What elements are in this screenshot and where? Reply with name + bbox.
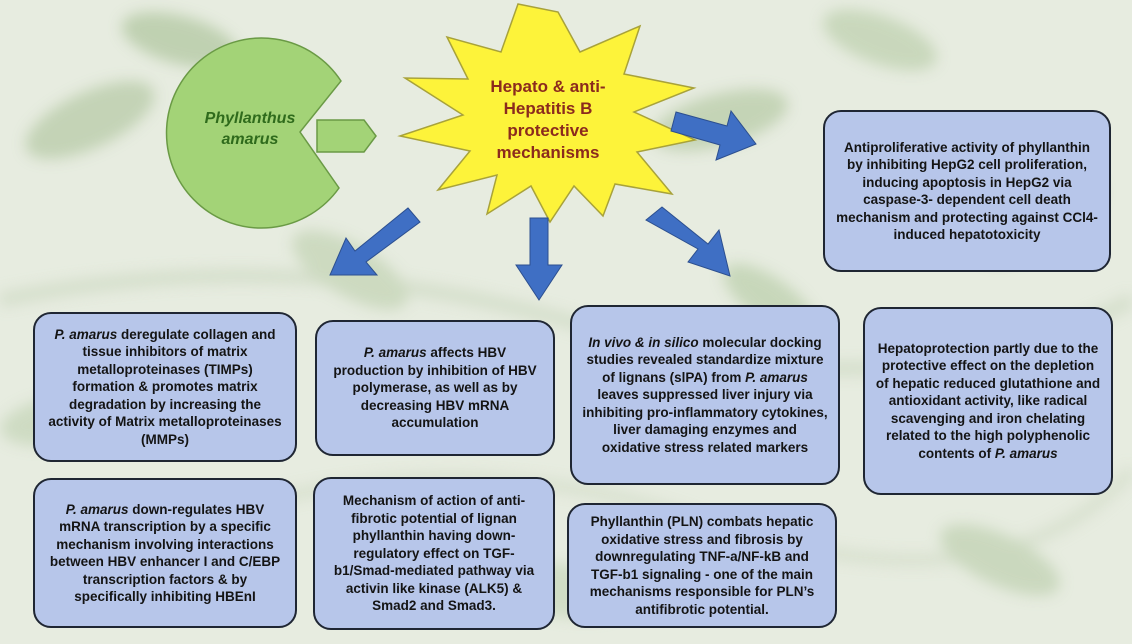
antifibrotic-box: Mechanism of action of anti-fibrotic pot… <box>313 477 555 630</box>
arrow-to-right <box>645 206 731 277</box>
antifibrotic-text: Mechanism of action of anti-fibrotic pot… <box>333 493 535 614</box>
pentagon-arrow <box>316 119 377 153</box>
pln-box: Phyllanthin (PLN) combats hepatic oxidat… <box>567 503 837 628</box>
down-regulates-italic: P. amarus <box>65 501 129 517</box>
plant-label-line-1: Phyllanthus <box>204 110 296 127</box>
hepatoprotection-box: Hepatoprotection partly due to the prote… <box>863 307 1113 495</box>
down-regulates-text: down-regulates HBV mRNA transcription by… <box>49 501 281 605</box>
arrow-to-center <box>515 217 563 301</box>
center-title-line-4: mechanisms <box>496 143 600 162</box>
hbv-production-box: P. amarus affects HBV production by inhi… <box>315 320 555 456</box>
antiproliferative-box: Antiproliferative activity of phyllanthi… <box>823 110 1111 272</box>
hbv-production-text: affects HBV production by inhibition of … <box>333 345 537 431</box>
arrow-to-right-top <box>670 109 757 161</box>
center-title: Hepato & anti- Hepatitis B protective me… <box>468 76 628 164</box>
center-title-line-3: protective <box>507 121 589 140</box>
hbv-production-italic: P. amarus <box>363 345 427 361</box>
in-vivo-italic: In vivo & in silico <box>588 334 699 350</box>
in-vivo-box: In vivo & in silico molecular docking st… <box>570 305 840 485</box>
center-starburst <box>397 3 698 224</box>
hepatoprotection-text: Hepatoprotection partly due to the prote… <box>875 340 1101 461</box>
collagen-italic: P. amarus <box>54 326 118 342</box>
arrow-to-left <box>329 207 421 276</box>
center-title-line-1: Hepato & anti- <box>490 77 606 96</box>
in-vivo-text-b: leaves suppressed liver injury via inhib… <box>582 387 828 455</box>
antiproliferative-text: Antiproliferative activity of phyllanthi… <box>836 139 1098 243</box>
collagen-box: P. amarus deregulate collagen and tissue… <box>33 312 297 462</box>
plant-label: Phyllanthus amarus <box>195 108 305 150</box>
phyllanthus-pacman-shape <box>165 37 342 229</box>
in-vivo-italic-b: P. amarus <box>745 369 808 385</box>
center-title-line-2: Hepatitis B <box>503 99 593 118</box>
plant-label-line-2: amarus <box>221 131 279 148</box>
hepatoprotection-italic: P. amarus <box>994 445 1058 461</box>
down-regulates-box: P. amarus down-regulates HBV mRNA transc… <box>33 478 297 628</box>
in-vivo-text-a: molecular docking studies revealed stand… <box>586 334 824 385</box>
collagen-text: deregulate collagen and tissue inhibitor… <box>48 326 282 447</box>
pln-text: Phyllanthin (PLN) combats hepatic oxidat… <box>589 514 815 617</box>
